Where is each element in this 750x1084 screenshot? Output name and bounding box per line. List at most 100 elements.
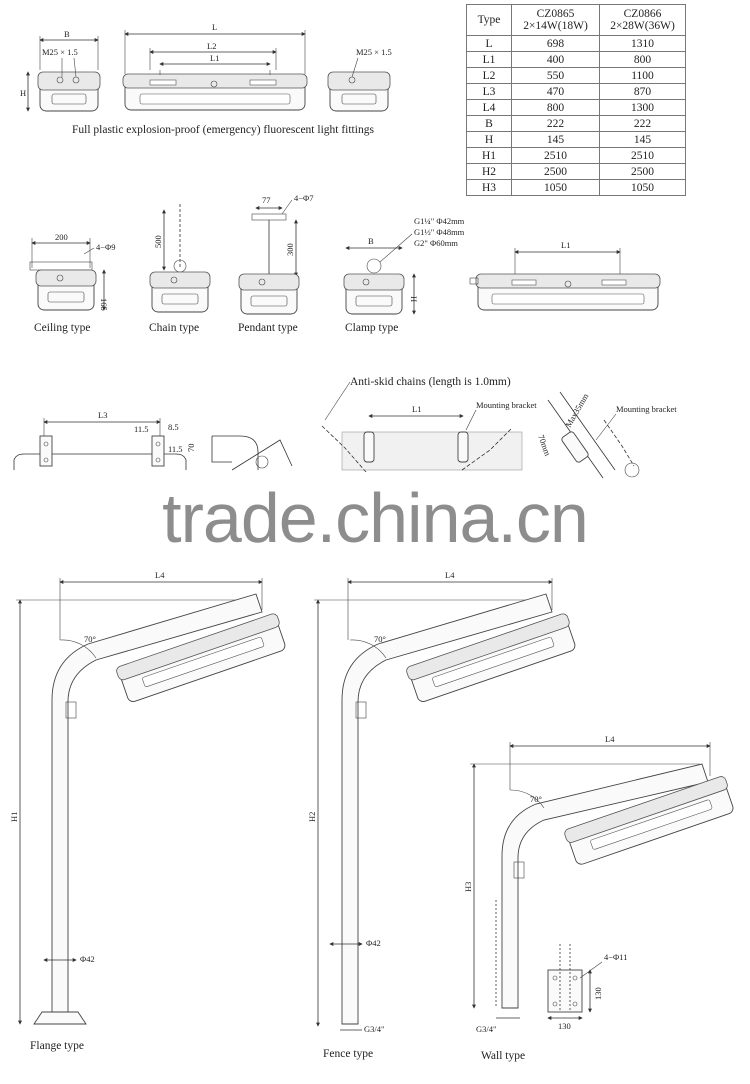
- spec-table-header: Type CZ0865 2×14W(18W) CZ0866 2×28W(36W): [466, 4, 686, 36]
- flange-angle: 70°: [84, 634, 96, 644]
- caption-pendant: Pendant type: [238, 322, 298, 334]
- bracket-11-5-b: 11.5: [168, 444, 183, 454]
- clamp-pipe-1: G1¼" Φ42mm: [414, 216, 465, 226]
- header-cz0866-model: CZ0866: [623, 8, 662, 20]
- fence-H2: H2: [307, 812, 317, 822]
- pendant-height: 300: [285, 243, 295, 256]
- chain-dim-L1: L1: [412, 404, 421, 414]
- clamp-dim-H: H: [409, 296, 419, 302]
- dim-B-top: B: [39, 29, 99, 70]
- wall-pole-drawing: L4 H3 70° G3/4" 4−Φ11 130 130: [463, 734, 734, 1034]
- caption-chain: Chain type: [149, 322, 199, 334]
- caption-wall: Wall type: [481, 1050, 525, 1062]
- cell: 145: [599, 131, 686, 148]
- side-dim-L1: L1: [561, 240, 570, 250]
- thread-label-right: M25 × 1.5: [356, 47, 392, 57]
- fence-angle: 70°: [374, 634, 386, 644]
- flange-L4: L4: [155, 570, 165, 580]
- flange-H1: H1: [9, 812, 19, 822]
- mounting-bracket-label-2: Mounting bracket: [616, 404, 677, 414]
- thread-label-left: M25 × 1.5: [42, 47, 78, 57]
- flange-pole-drawing: L4 H1 70° Φ42: [9, 570, 286, 1025]
- ceiling-width: 200: [55, 232, 68, 242]
- product-caption: Full plastic explosion-proof (emergency)…: [72, 124, 374, 136]
- dim-L: L: [124, 22, 306, 74]
- header-cz0865: CZ0865 2×14W(18W): [511, 4, 600, 36]
- pendant-type-drawing: 77 4−Φ7 300: [238, 193, 314, 315]
- clamp-pipe-3: G2" Φ60mm: [414, 238, 458, 248]
- cell: 800: [599, 51, 686, 68]
- spec-table: Type CZ0865 2×14W(18W) CZ0866 2×28W(36W)…: [466, 4, 686, 196]
- d70mm-label: 70mm: [536, 433, 553, 457]
- pendant-width: 77: [262, 195, 271, 205]
- row-label: H2: [466, 163, 512, 180]
- clamp-pipe-2: G1½" Φ48mm: [414, 227, 465, 237]
- dim-label-L: L: [212, 22, 217, 32]
- ceiling-holes: 4−Φ9: [96, 242, 116, 252]
- bracket-L3-drawing: L3 11.5 8.5 11.5 70: [13, 410, 293, 471]
- bracket-8-5: 8.5: [168, 422, 179, 432]
- bracket-L3: L3: [98, 410, 107, 420]
- side-view-light: L1: [469, 240, 661, 311]
- header-cz0865-model: CZ0865: [536, 8, 575, 20]
- fence-L4: L4: [445, 570, 455, 580]
- header-cz0865-power: 2×14W(18W): [523, 20, 588, 32]
- caption-ceiling: Ceiling type: [34, 322, 91, 334]
- flange-phi: Φ42: [80, 954, 95, 964]
- wall-angle: 70°: [530, 794, 542, 804]
- chain-type-drawing: 500: [149, 204, 211, 313]
- max35-label: Max35mm: [563, 391, 591, 429]
- front-view-light: [122, 70, 308, 111]
- clamp-dim-B: B: [368, 236, 374, 246]
- caption-fence: Fence type: [323, 1048, 373, 1060]
- row-label: L3: [466, 83, 512, 100]
- caption-flange: Flange type: [30, 1040, 84, 1052]
- end-view-right: [327, 71, 391, 112]
- dim-label-B: B: [64, 29, 70, 39]
- header-cz0866-power: 2×28W(36W): [610, 20, 675, 32]
- chain-length: 500: [153, 235, 163, 248]
- dim-label-L1: L1: [210, 53, 219, 63]
- fence-pole-drawing: L4 H2 70° Φ42 G3/4": [307, 570, 576, 1034]
- cell: 1050: [599, 179, 686, 196]
- anti-skid-label: Anti-skid chains (length is 1.0mm): [350, 376, 511, 388]
- fence-phi: Φ42: [366, 938, 381, 948]
- ceiling-height: 165: [99, 298, 109, 311]
- watermark: trade.china.cn: [162, 479, 589, 557]
- header-type: Type: [466, 4, 512, 36]
- bracket-70: 70: [186, 444, 196, 453]
- dim-label-L2: L2: [207, 41, 216, 51]
- header-cz0866: CZ0866 2×28W(36W): [599, 4, 686, 36]
- pendant-holes: 4−Φ7: [294, 193, 314, 203]
- wall-thread: G3/4": [476, 1024, 496, 1034]
- fence-thread: G3/4": [364, 1024, 384, 1034]
- dim-label-H: H: [20, 88, 26, 98]
- dim-L1: L1: [159, 53, 271, 66]
- angled-bracket-drawing: Max35mm 70mm Mounting bracket: [536, 391, 677, 479]
- row-label: L2: [466, 67, 512, 84]
- cell: 2500: [599, 163, 686, 180]
- end-view-left: [37, 71, 101, 112]
- wall-L4: L4: [605, 734, 615, 744]
- row-label: H3: [466, 179, 512, 196]
- cell: 2510: [511, 147, 600, 164]
- clamp-type-drawing: B H G1¼" Φ42mm G1½" Φ48mm G2" Φ60mm: [343, 216, 465, 315]
- cell: 470: [511, 83, 600, 100]
- caption-clamp: Clamp type: [345, 322, 398, 334]
- ceiling-type-drawing: 200 4−Φ9 165: [29, 232, 116, 311]
- bracket-11-5-a: 11.5: [134, 424, 149, 434]
- wall-130-horizontal: 130: [558, 1021, 571, 1031]
- dim-H-top: H: [20, 71, 30, 112]
- wall-H3: H3: [463, 882, 473, 892]
- anti-skid-chain-drawing: Anti-skid chains (length is 1.0mm) L1 Mo…: [321, 376, 537, 473]
- wall-130-vertical: 130: [593, 987, 603, 1000]
